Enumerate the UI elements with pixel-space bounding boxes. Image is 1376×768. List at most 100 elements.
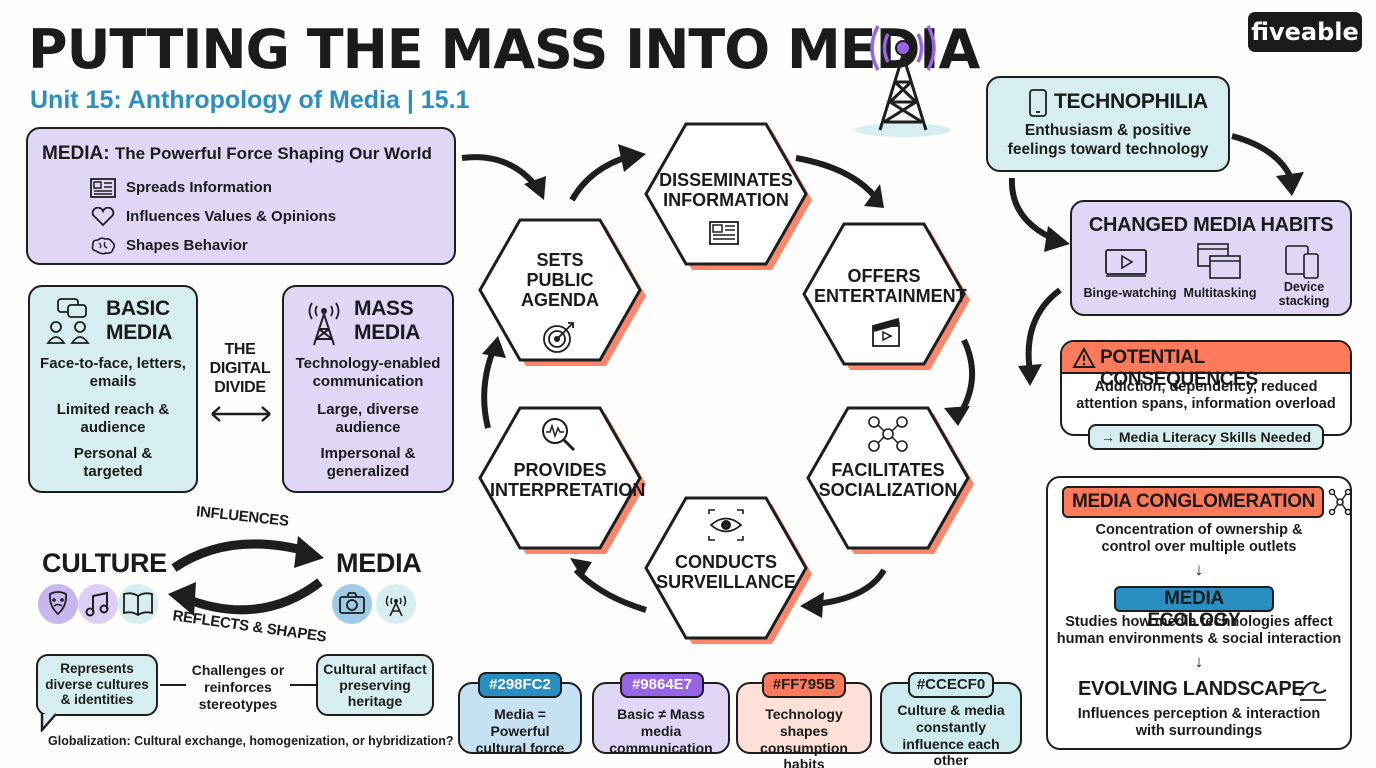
mass-media-point: Technology-enabled communication: [295, 355, 441, 390]
page-subtitle: Unit 15: Anthropology of Media | 15.1: [30, 86, 470, 114]
target-icon: [543, 322, 574, 353]
habit-label: Device stacking: [1278, 280, 1330, 309]
broadcast-tower-icon: [855, 25, 951, 137]
brain-icon: [91, 236, 116, 254]
antenna-icon: [308, 302, 340, 346]
culture-note-text: Cultural artifact preserving heritage: [323, 661, 427, 710]
palette-caption: Basic ≠ Mass media communication: [609, 706, 713, 756]
device-stack-icon: [1285, 245, 1319, 279]
culture-note-text: Represents diverse cultures & identities: [45, 661, 149, 708]
media-label: MEDIA: [336, 548, 422, 578]
potential-consequences-box: POTENTIAL CONSEQUENCES Addiction, depend…: [1060, 340, 1352, 436]
media-ecology-header: MEDIA ECOLOGY: [1114, 586, 1274, 631]
wave-icon: [1299, 681, 1327, 701]
media-ecology-desc: Studies how media technologies affect hu…: [1056, 614, 1342, 648]
culture-label: CULTURE: [42, 548, 167, 578]
digital-divide-line: DIVIDE: [214, 379, 266, 397]
palette-caption: Technology shapes consumption habits: [760, 706, 848, 768]
palette-hex-chip: #9864E7: [620, 672, 704, 698]
open-book-icon: [118, 584, 158, 624]
tv-play-icon: [1105, 249, 1147, 277]
media-item-label: Spreads Information: [126, 178, 272, 196]
function-cycle-arrows: [481, 144, 976, 618]
hex-disseminates-information: DISSEMINATES INFORMATION: [642, 120, 812, 270]
mass-media-title-line: MEDIA: [354, 321, 421, 345]
conglomeration-title: MEDIA CONGLOMERATION: [1072, 491, 1316, 512]
mass-media-box: MASS MEDIA Technology-enabled communicat…: [282, 285, 454, 493]
consequences-header: [1062, 342, 1350, 374]
hex-label: OFFERS ENTERTAINMENT: [814, 266, 967, 307]
basic-media-title-line: MEDIA: [106, 321, 173, 345]
mass-media-point: Impersonal & generalized: [320, 445, 416, 480]
media-heading-rest: The Powerful Force Shaping Our World: [114, 144, 432, 163]
culture-note-stereotypes: Challenges or reinforces stereotypes: [191, 662, 285, 712]
palette-card-purple: #9864E7 Basic ≠ Mass media communication: [592, 672, 730, 756]
media-literacy-tag: → Media Literacy Skills Needed: [1088, 424, 1324, 450]
consequences-desc: Addiction, dependency, reduced attention…: [1076, 379, 1336, 413]
media-heading: MEDIA: The Powerful Force Shaping Our Wo…: [42, 143, 432, 165]
consequences-title: POTENTIAL CONSEQUENCES: [1100, 347, 1258, 390]
media-item-label: Influences Values & Opinions: [126, 207, 337, 225]
hex-offers-entertainment: OFFERS ENTERTAINMENT: [800, 220, 970, 370]
newspaper-icon: [709, 221, 739, 245]
media-items: Spreads Information Influences Values & …: [90, 173, 336, 260]
changed-media-habits-box: CHANGED MEDIA HABITS Binge-watching Mult…: [1070, 200, 1352, 316]
media-literacy-text: → Media Literacy Skills Needed: [1100, 429, 1312, 445]
page-title: PUTTING THE MASS INTO MEDIA: [28, 18, 980, 81]
hex-label: CONDUCTS SURVEILLANCE: [656, 552, 796, 593]
media-item: Shapes Behavior: [90, 231, 336, 260]
hex-provides-interpretation: PROVIDES INTERPRETATION: [476, 404, 646, 554]
hex-label: DISSEMINATES INFORMATION: [659, 170, 793, 211]
network-people-icon: [868, 416, 908, 452]
conglomeration-header: MEDIA CONGLOMERATION: [1062, 486, 1324, 518]
mass-media-title-line: MASS: [354, 297, 414, 320]
media-definition-box: MEDIA: The Powerful Force Shaping Our Wo…: [26, 127, 456, 265]
palette-caption: Culture & media constantly influence eac…: [897, 702, 1005, 768]
media-ecology-title: MEDIA ECOLOGY: [1147, 588, 1241, 631]
media-item: Spreads Information: [90, 173, 336, 202]
theater-masks-icon: [38, 584, 78, 624]
palette-card-blue: #298FC2 Media = Powerful cultural force: [458, 672, 582, 756]
hex-sets-public-agenda: SETS PUBLIC AGENDA: [476, 216, 646, 366]
double-arrow-icon: [211, 406, 271, 422]
media-landscape-box: MEDIA CONGLOMERATION Concentration of ow…: [1046, 476, 1352, 750]
palette-caption: Media = Powerful cultural force: [475, 706, 565, 756]
network-nodes-icon: [1328, 488, 1352, 516]
palette-card-teal: #CCECF0 Culture & media constantly influ…: [880, 672, 1022, 768]
mass-media-title: MASS MEDIA: [354, 297, 420, 345]
palette-hex-chip: #CCECF0: [908, 672, 994, 698]
palette-hex-chip: #298FC2: [478, 672, 562, 698]
changed-habits-title: CHANGED MEDIA HABITS: [1088, 214, 1334, 236]
smartphone-icon: [1029, 89, 1047, 117]
evolving-landscape-title: EVOLVING LANDSCAPE: [1078, 678, 1305, 700]
basic-media-point: Personal & targeted: [73, 445, 153, 480]
hex-facilitates-socialization: FACILITATES SOCIALIZATION: [804, 404, 974, 554]
basic-media-title: BASIC MEDIA: [106, 297, 172, 345]
culture-note-artifact: Cultural artifact preserving heritage: [316, 654, 434, 716]
newspaper-icon: [90, 177, 116, 198]
culture-note-diverse: Represents diverse cultures & identities: [36, 654, 158, 716]
connector-lines: [160, 684, 316, 686]
chat-people-icon: [46, 298, 90, 344]
palette-hex-chip: #FF795B: [762, 672, 846, 698]
digital-divide-label: THE DIGITAL DIVIDE: [204, 340, 276, 398]
down-arrow-1: ↓: [1194, 560, 1204, 579]
hex-label: SETS PUBLIC AGENDA: [520, 250, 599, 311]
basic-media-box: BASIC MEDIA Face-to-face, letters, email…: [28, 285, 198, 493]
hex-label: PROVIDES INTERPRETATION: [490, 460, 646, 501]
hex-conducts-surveillance: CONDUCTS SURVEILLANCE: [642, 494, 812, 644]
fiveable-logo: fiveable: [1248, 12, 1362, 52]
media-to-cycle-arrow: [461, 154, 546, 200]
culture-media-cycle-arrows: [168, 536, 324, 616]
media-heading-bold: MEDIA:: [42, 143, 110, 164]
evolving-landscape-desc: Influences perception & interaction with…: [1077, 706, 1321, 740]
right-column-arrows: [1008, 133, 1304, 386]
basic-media-point: Limited reach & audience: [56, 401, 170, 436]
globalization-question: Globalization: Cultural exchange, homoge…: [48, 734, 454, 748]
digital-divide-line: DIGITAL: [209, 360, 271, 378]
down-arrow-2: ↓: [1194, 652, 1204, 671]
digital-divide-line: THE: [224, 341, 256, 358]
basic-media-point: Face-to-face, letters, emails: [40, 355, 186, 390]
palette-card-coral: #FF795B Technology shapes consumption ha…: [736, 672, 872, 768]
technophilia-title: TECHNOPHILIA: [1054, 90, 1208, 113]
